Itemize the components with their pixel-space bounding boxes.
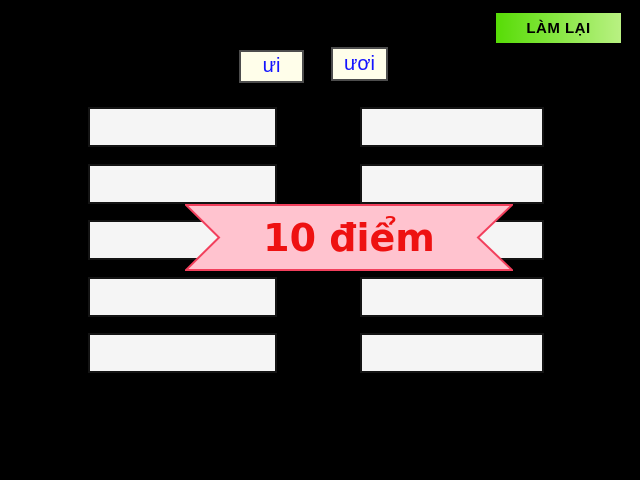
answer-slot[interactable] xyxy=(360,163,544,204)
answer-slot[interactable] xyxy=(88,333,277,373)
answer-slot[interactable] xyxy=(360,276,544,317)
vowel-card-ui[interactable]: ưi xyxy=(239,50,304,83)
vowel-card-ui-label: ưi xyxy=(262,55,281,77)
score-banner[interactable]: 10 điểm xyxy=(185,204,513,271)
answer-slot[interactable] xyxy=(88,107,277,147)
reset-button[interactable]: LÀM LẠI xyxy=(494,11,623,45)
vowel-card-uoi[interactable]: ươi xyxy=(331,47,388,81)
vowel-card-uoi-label: ươi xyxy=(344,52,375,75)
answer-slot[interactable] xyxy=(88,163,277,204)
score-banner-ribbon-shape xyxy=(185,204,513,271)
score-banner-label: 10 điểm xyxy=(263,215,435,260)
answer-slot[interactable] xyxy=(360,107,544,147)
answer-slot[interactable] xyxy=(360,333,544,373)
answer-slot[interactable] xyxy=(88,276,277,317)
